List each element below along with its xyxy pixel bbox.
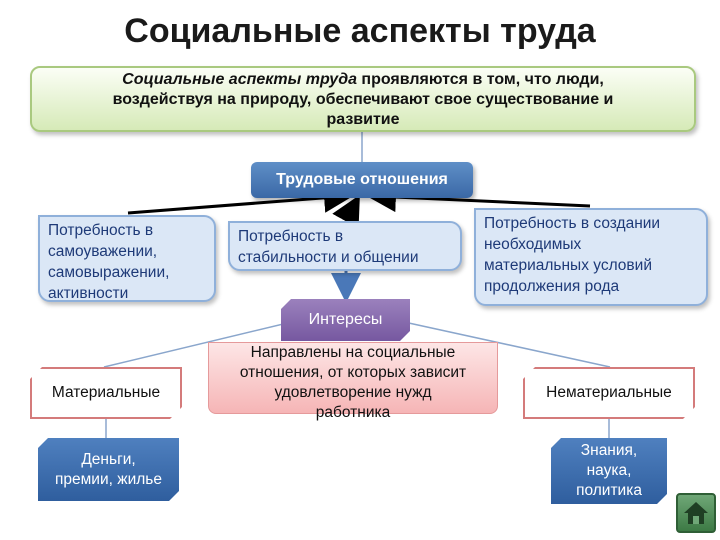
line-interests-to-nonmaterial <box>394 319 611 368</box>
material-leaf-line: Деньги, <box>81 450 136 468</box>
need2-line: стабильности и общении <box>238 249 419 266</box>
nonmaterial-leaf-line: наука, <box>586 462 632 479</box>
intro-emphasis: Социальные аспекты труда <box>122 71 357 88</box>
labor-relations-node: Трудовые отношения <box>251 162 473 198</box>
nonmaterial-leaf-line: Знания, <box>580 442 638 459</box>
intro-line3: развитие <box>326 111 400 128</box>
need1-line: самоуважении, <box>48 243 158 260</box>
need1-line: самовыражении, <box>48 264 170 281</box>
home-button[interactable] <box>676 493 716 533</box>
arrow-need1-to-labor <box>127 182 354 215</box>
material-examples-box: Деньги, премии, жилье <box>38 438 179 501</box>
directed-line: удовлетворение нужд <box>274 384 432 401</box>
nonmaterial-leaf-line: политика <box>576 482 642 499</box>
intro-line2: воздействуя на природу, обеспечивают сво… <box>112 91 614 108</box>
need3-line: Потребность в создании <box>484 215 661 232</box>
line-interests-to-material <box>103 319 301 368</box>
interests-node: Интересы <box>281 299 410 341</box>
material-category: Материальные <box>30 367 182 419</box>
interests-description-box: Направлены на социальные отношения, от к… <box>208 342 498 421</box>
need-stability-box: Потребность в стабильности и общении <box>228 221 462 271</box>
directed-line: отношения, от которых зависит <box>239 364 467 381</box>
need1-line: активности <box>48 285 129 302</box>
directed-line: Направлены на социальные <box>250 344 456 361</box>
need2-line: Потребность в <box>238 228 344 245</box>
arrow-need2-to-labor <box>332 194 360 229</box>
intro-line1-rest: проявляются в том, что люди, <box>356 71 604 88</box>
nonmaterial-category: Нематериальные <box>523 367 695 419</box>
page-title: Социальные аспекты труда <box>124 12 596 50</box>
need3-line: материальных условий <box>484 257 652 274</box>
home-icon <box>684 502 708 524</box>
need-material-conditions-box: Потребность в создании необходимых матер… <box>474 208 708 306</box>
directed-line: работника <box>315 404 391 421</box>
need-self-respect-box: Потребность в самоуважении, самовыражени… <box>38 215 216 302</box>
material-leaf-line: премии, жилье <box>55 470 162 488</box>
need3-line: продолжения рода <box>484 278 620 295</box>
intro-box: Социальные аспекты труда проявляются в т… <box>30 66 696 132</box>
need1-line: Потребность в <box>48 222 154 239</box>
need3-line: необходимых <box>484 236 582 253</box>
nonmaterial-examples-box: Знания, наука, политика <box>551 438 667 504</box>
